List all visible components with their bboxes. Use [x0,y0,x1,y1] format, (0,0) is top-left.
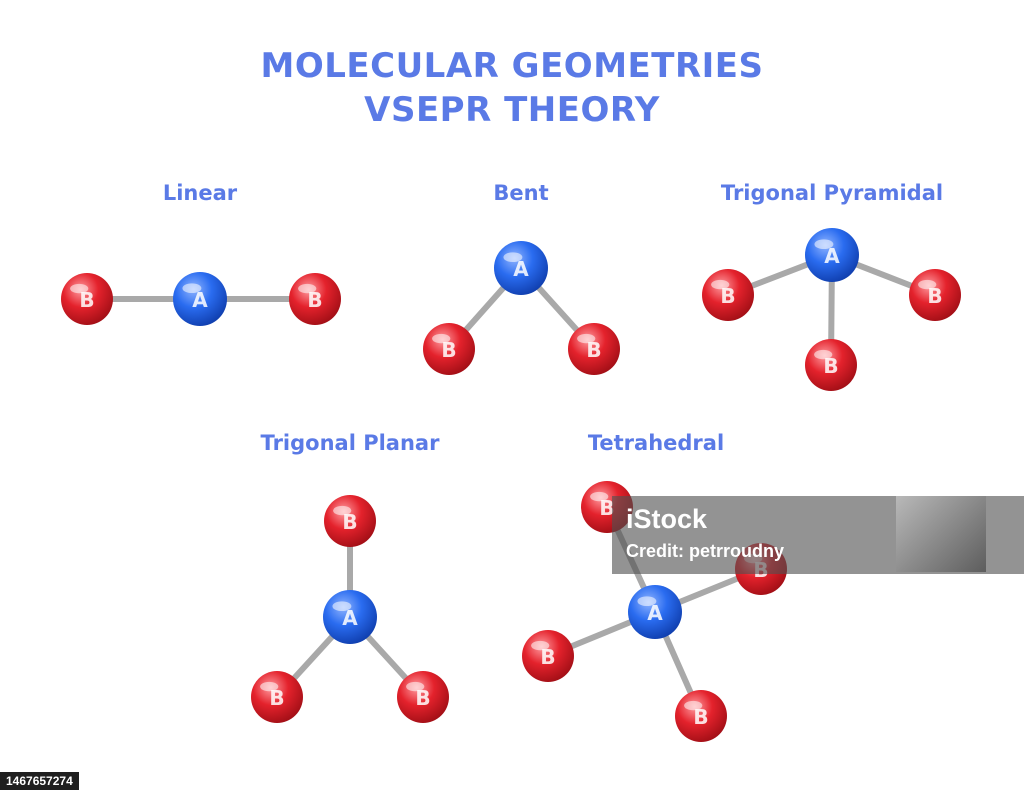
label-linear: Linear [162,181,238,205]
tetrahedral-atom-a-label: A [647,601,663,625]
bent-atom-a-highlight [503,252,523,263]
tetrahedral-atom-b-4: B [675,690,727,742]
title-line-1: MOLECULAR GEOMETRIES [260,46,764,86]
bond-layer [84,252,938,719]
linear-atom-b-2-highlight [298,283,317,294]
linear-atom-a-label: A [192,288,208,312]
tetrahedral-atom-b-4-highlight [684,700,703,711]
linear-atom-b-2: B [289,273,341,325]
label-trigonal-planar: Trigonal Planar [260,431,440,455]
bent-atom-a: A [494,241,548,295]
title-line-2: VSEPR THEORY [364,90,660,130]
trigonal-pyramidal-atom-b-2-label: B [927,284,942,308]
tetrahedral-atom-b-1-label: B [599,496,614,520]
watermark-brand: iStock [626,504,708,534]
trigonal-planar-atom-b-3-label: B [415,686,430,710]
trigonal-planar-atom-b-1-label: B [342,510,357,534]
label-tetrahedral: Tetrahedral [587,431,725,455]
linear-atom-b-1-highlight [70,283,89,294]
linear-atom-a-highlight [182,283,202,294]
trigonal-pyramidal-atom-b-1-highlight [711,279,730,290]
trigonal-pyramidal-atom-b-2-highlight [918,279,937,290]
trigonal-pyramidal-atom-a-label: A [824,244,840,268]
tetrahedral-atom-a: A [628,585,682,639]
bent-atom-b-2-label: B [586,338,601,362]
linear-atom-b-1: B [61,273,113,325]
trigonal-pyramidal-atom-b-1: B [702,269,754,321]
watermark-logo-shape [896,496,986,572]
trigonal-planar-atom-b-3-highlight [406,681,425,692]
bent-atom-b-1-label: B [441,338,456,362]
trigonal-planar-atom-a-highlight [332,601,352,612]
tetrahedral-atom-b-1-highlight [590,491,609,502]
trigonal-planar-atom-a-label: A [342,606,358,630]
trigonal-pyramidal-atom-b-2: B [909,269,961,321]
image-id-badge: 1467657274 [0,772,79,790]
trigonal-pyramidal-atom-a-highlight [814,239,834,250]
bent-atom-b-1-highlight [432,333,451,344]
trigonal-planar-atom-b-2-highlight [260,681,279,692]
tetrahedral-atom-b-4-label: B [693,705,708,729]
trigonal-planar-atom-b-2: B [251,671,303,723]
trigonal-planar-atom-b-3: B [397,671,449,723]
bent-atom-b-2: B [568,323,620,375]
label-trigonal-pyramidal: Trigonal Pyramidal [720,181,944,205]
label-bent: Bent [493,181,549,205]
trigonal-planar-atom-b-1-highlight [333,505,352,516]
trigonal-pyramidal-atom-b-3-highlight [814,349,833,360]
linear-atom-b-2-label: B [307,288,322,312]
trigonal-planar-atom-a: A [323,590,377,644]
trigonal-planar-atom-b-2-label: B [269,686,284,710]
linear-atom-a: A [173,272,227,326]
trigonal-pyramidal-atom-a: A [805,228,859,282]
atom-layer: BBABBABBBABBBABBBBA [61,228,961,742]
bent-atom-b-1: B [423,323,475,375]
tetrahedral-atom-a-highlight [637,596,657,607]
trigonal-pyramidal-atom-b-3: B [805,339,857,391]
bent-atom-b-2-highlight [577,333,596,344]
watermark-credit: Credit: petrroudny [626,541,785,561]
trigonal-pyramidal-atom-b-3-label: B [823,354,838,378]
tetrahedral-atom-b-3-label: B [540,645,555,669]
tetrahedral-atom-b-3: B [522,630,574,682]
tetrahedral-atom-b-3-highlight [531,640,550,651]
trigonal-planar-atom-b-1: B [324,495,376,547]
trigonal-pyramidal-atom-b-1-label: B [720,284,735,308]
linear-atom-b-1-label: B [79,288,94,312]
bent-atom-a-label: A [513,257,529,281]
